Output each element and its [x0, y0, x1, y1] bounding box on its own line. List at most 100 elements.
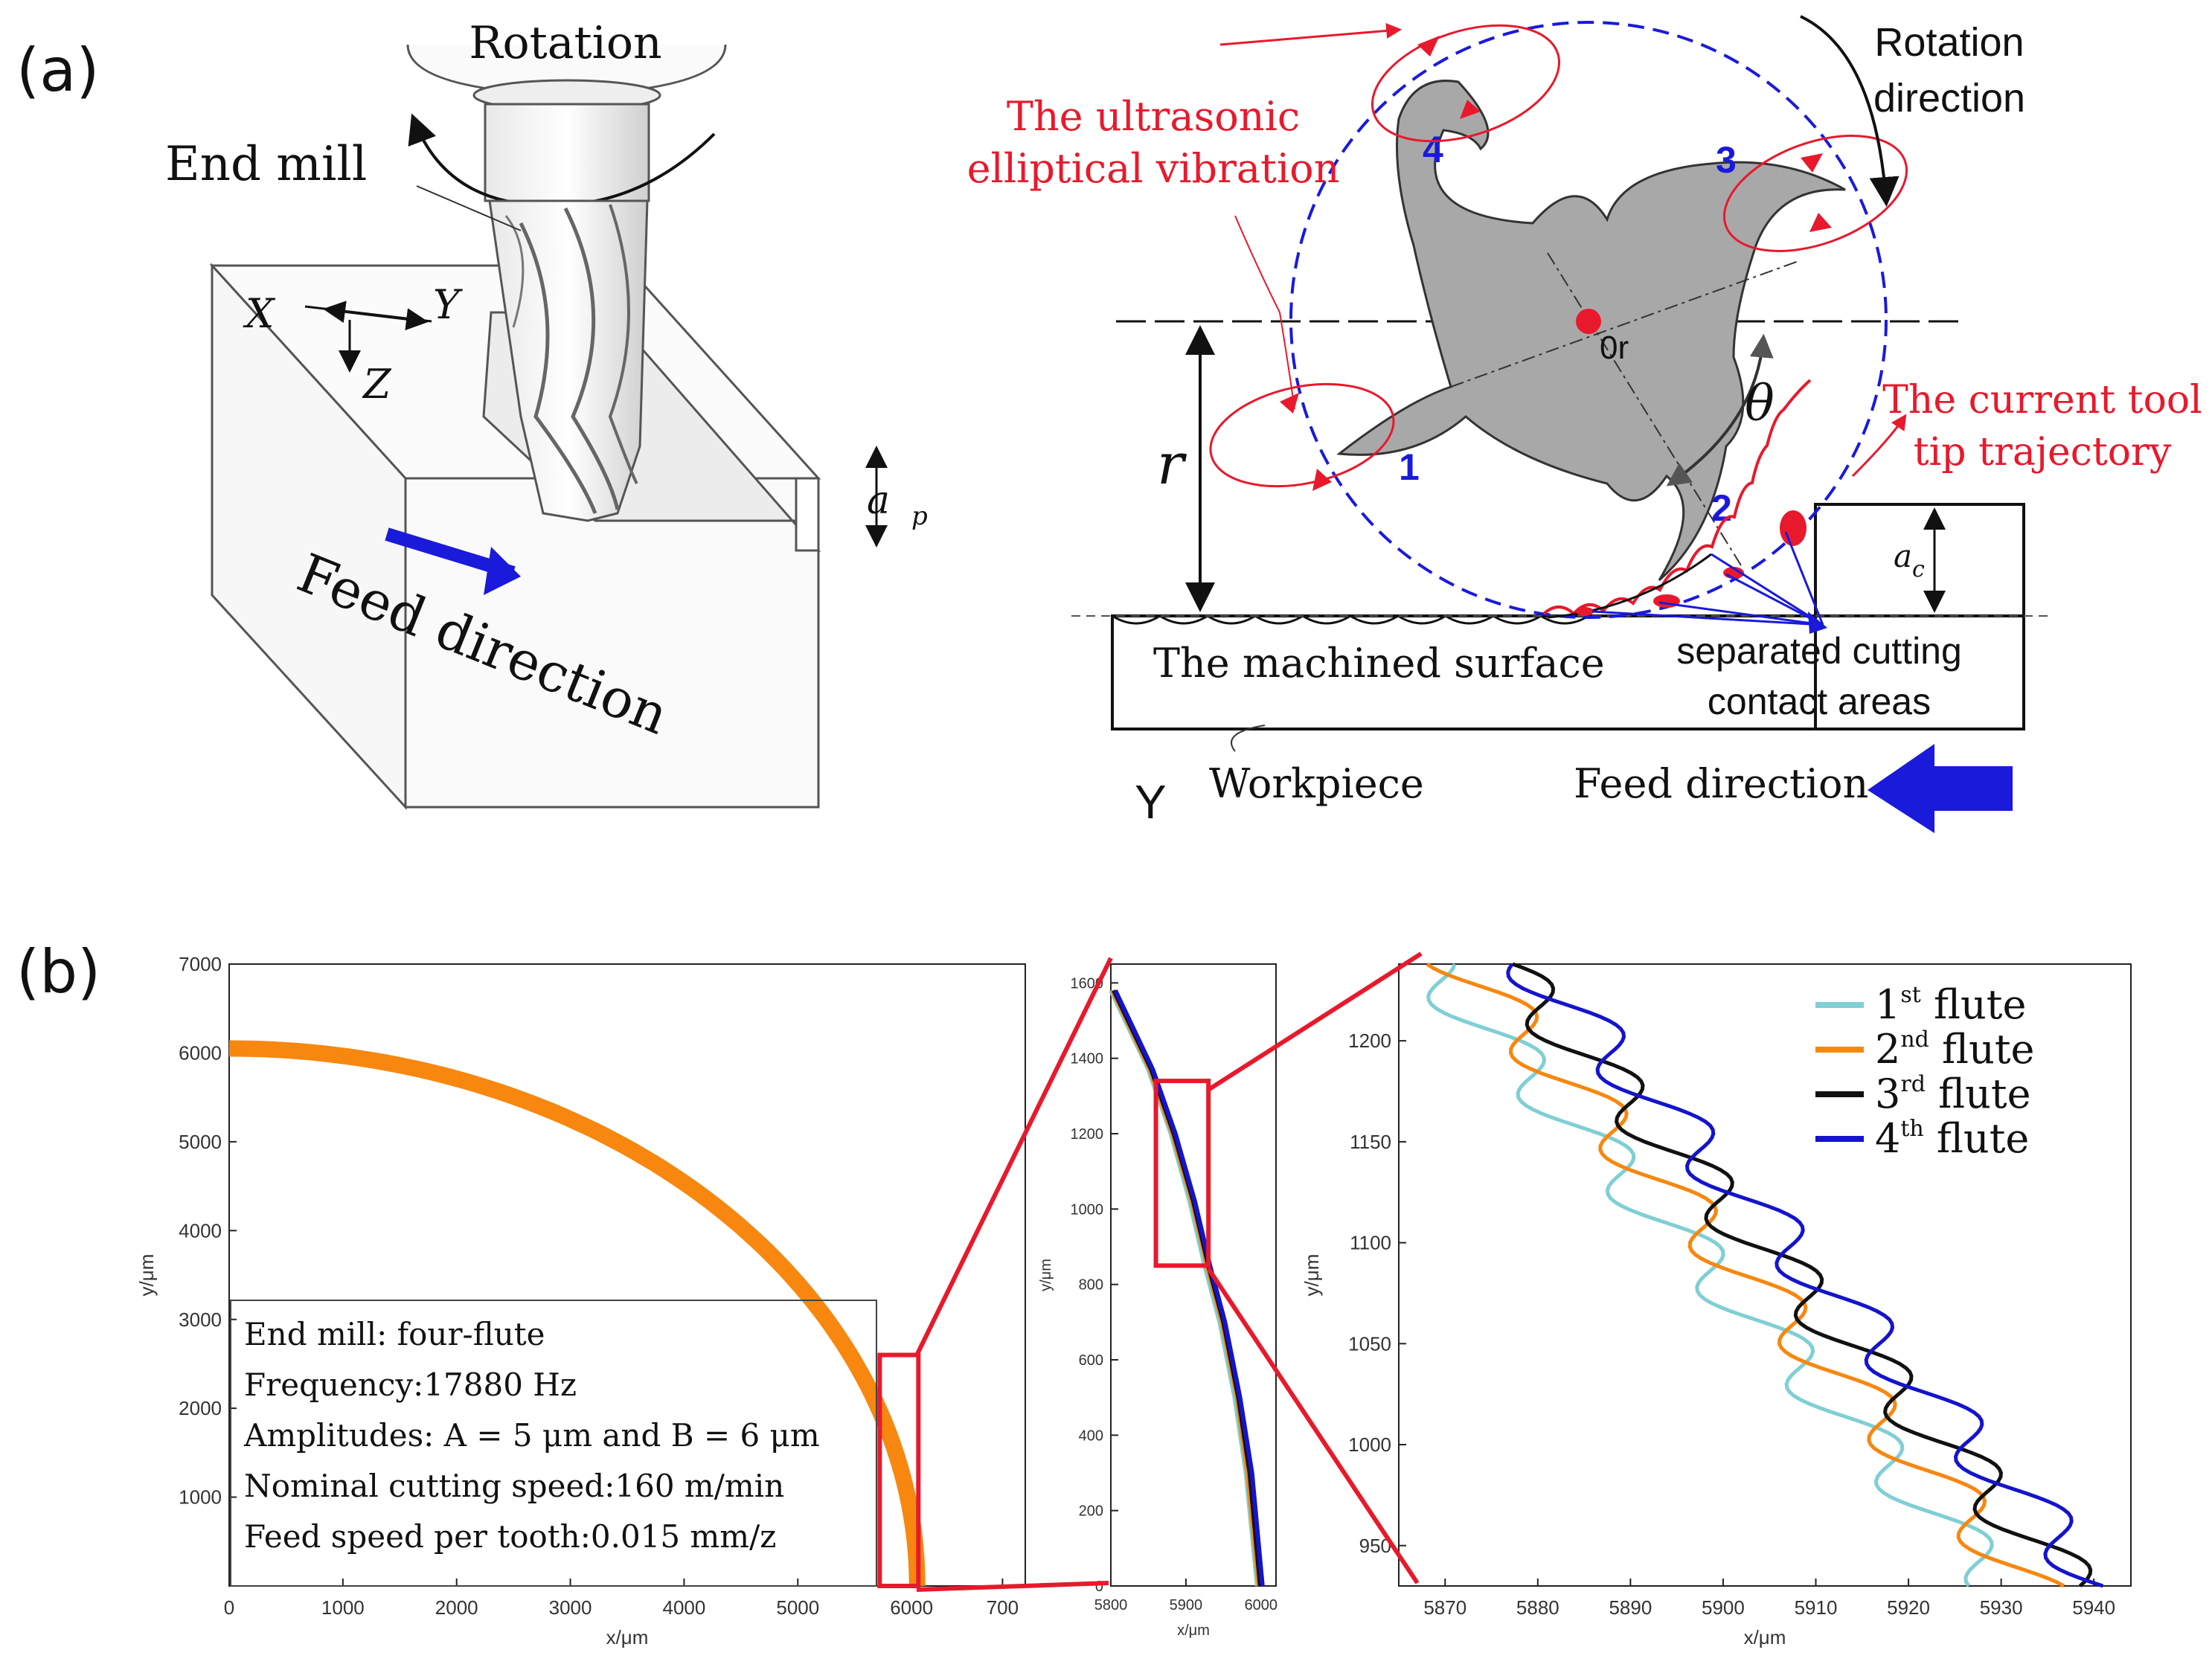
chart-full-trajectory: 0 1000 2000 3000 4000 5000 6000 700 1000 2000 3000… — [135, 953, 1026, 1648]
end-mill — [488, 199, 649, 522]
zoom-box — [877, 1352, 921, 1588]
trajectory-label-line2: tip trajectory — [1914, 430, 2172, 475]
x-tick-label: 5900 — [1702, 1596, 1745, 1619]
axis-x-label: X — [243, 290, 276, 337]
contact-area-lines — [1591, 531, 1824, 626]
zoom-connectors — [914, 951, 1423, 1592]
panel-label-b: (b) — [16, 937, 101, 1006]
series-line — [1426, 963, 1994, 1587]
rotation-direction-arrow — [1800, 15, 1900, 207]
x-axis-label: x/μm — [1744, 1626, 1786, 1648]
x-tick-label: 5930 — [1980, 1596, 2023, 1619]
plot-frame — [1110, 963, 1277, 1587]
rotation-direction-line2: direction — [1873, 76, 2025, 121]
radius-label: r — [1157, 431, 1187, 497]
spindle — [406, 44, 727, 202]
machined-surface-label: The machined surface — [1153, 640, 1605, 687]
panel-label-a: (a) — [16, 36, 100, 105]
y-tick-label: 3000 — [179, 1308, 222, 1331]
angle-arc — [1666, 333, 1774, 487]
x-tick-label: 5880 — [1516, 1596, 1559, 1619]
legend-entry: 4th flute — [1875, 1115, 2029, 1162]
coordinate-axes: X Y Z — [243, 281, 463, 408]
legend-entry: 2nd flute — [1875, 1026, 2035, 1073]
x-tick-label: 6000 — [890, 1596, 933, 1619]
contact-areas-line2: contact areas — [1708, 681, 1931, 722]
y-tick-label: 2000 — [179, 1397, 222, 1419]
annotation-line-1: End mill: four-flute — [244, 1316, 545, 1352]
tool-center — [1576, 309, 1601, 334]
end-mill-leader — [416, 185, 522, 231]
flute-number-4: 4 — [1423, 129, 1443, 170]
rotation-direction-line1: Rotation — [1874, 20, 2024, 65]
axis-z-label: Z — [362, 361, 392, 408]
depth-ap: a p — [865, 446, 928, 548]
center-label: 0r — [1600, 330, 1629, 366]
cutting-diagram: 0r r θ 1 2 3 4 The ultrasonic elliptical… — [967, 15, 2202, 833]
x-tick-label: 4000 — [663, 1596, 706, 1619]
contact-areas-line1: separated cutting — [1676, 630, 1962, 672]
y-axis-label: y/μm — [1038, 1259, 1054, 1291]
axis-y-label: Y — [433, 281, 463, 328]
milling-schematic: a p Rotation End mill X Y — [165, 17, 928, 810]
depth-ac-label: a — [1894, 538, 1912, 574]
y-tick-label: 400 — [1079, 1428, 1103, 1444]
vibration-label-line1: The ultrasonic — [1007, 93, 1300, 140]
depth-ap-label: a — [867, 478, 890, 523]
x-tick-label: 5940 — [2072, 1596, 2115, 1619]
x-axis-label: x/μm — [1177, 1622, 1210, 1639]
y-tick-label: 1000 — [1348, 1433, 1391, 1456]
y-tick-label: 1000 — [1071, 1201, 1104, 1218]
y-tick-label: 4000 — [179, 1219, 222, 1242]
angle-label: θ — [1745, 375, 1775, 432]
x-tick-label: 5890 — [1609, 1596, 1652, 1619]
plot-frame — [1398, 963, 2132, 1587]
x-tick-label: 5920 — [1887, 1596, 1930, 1619]
x-tick-label: 1000 — [321, 1596, 365, 1619]
vibration-arrowheads — [1280, 36, 1832, 491]
tool-envelope-circle — [1289, 21, 1888, 619]
x-axis-label: x/μm — [606, 1626, 649, 1648]
annotation-line-3: Amplitudes: A = 5 μm and B = 6 μm — [243, 1417, 820, 1454]
y-tick-label: 1400 — [1071, 1051, 1104, 1067]
series-line — [1506, 963, 2104, 1588]
axis-y-label-right: Y — [1135, 775, 1167, 829]
depth-ac-sub: c — [1912, 556, 1925, 582]
x-tick-label: 5900 — [1170, 1597, 1203, 1613]
trajectory-label-line1: The current tool — [1882, 378, 2202, 423]
y-tick-label: 1100 — [1350, 1232, 1391, 1254]
series-line — [1426, 962, 2065, 1588]
x-tick-label: 0 — [224, 1596, 234, 1619]
y-axis-label: y/μm — [135, 1254, 158, 1297]
legend-entry: 3rd flute — [1875, 1070, 2031, 1117]
x-tick-label: 6000 — [1245, 1597, 1278, 1613]
parameter-annotation: End mill: four-flute Frequency:17880 Hz … — [243, 1316, 820, 1555]
x-tick-label: 5870 — [1423, 1596, 1466, 1619]
x-tick-label: 2000 — [435, 1596, 478, 1619]
flute-number-3: 3 — [1716, 139, 1737, 181]
vibration-leader — [1219, 22, 1402, 46]
y-axis-label: y/μm — [1301, 1254, 1323, 1297]
x-tick-label: 5800 — [1094, 1597, 1128, 1613]
workpiece-label: Workpiece — [1209, 760, 1424, 807]
flute-number-1: 1 — [1399, 446, 1420, 488]
annotation-frame — [230, 1300, 877, 1587]
series-line — [228, 1040, 926, 1587]
y-tick-label: 1050 — [1348, 1332, 1391, 1355]
y-tick-label: 7000 — [179, 953, 222, 975]
y-tick-label: 1000 — [179, 1486, 222, 1509]
feed-arrow-right — [1868, 744, 2013, 833]
y-tick-label: 800 — [1079, 1277, 1103, 1294]
end-mill-label: End mill — [165, 137, 367, 192]
y-tick-label: 600 — [1079, 1352, 1103, 1369]
legend-entry: 1st flute — [1875, 981, 2026, 1028]
x-tick-label: 5000 — [776, 1596, 819, 1619]
x-tick-label: 700 — [987, 1596, 1019, 1619]
annotation-line-4: Nominal cutting speed:160 m/min — [244, 1468, 784, 1504]
vibration-label-line2: elliptical vibration — [967, 145, 1340, 192]
rotation-label: Rotation — [469, 17, 661, 69]
zoom-box — [1153, 1079, 1211, 1268]
x-tick-label: 3000 — [549, 1596, 592, 1619]
